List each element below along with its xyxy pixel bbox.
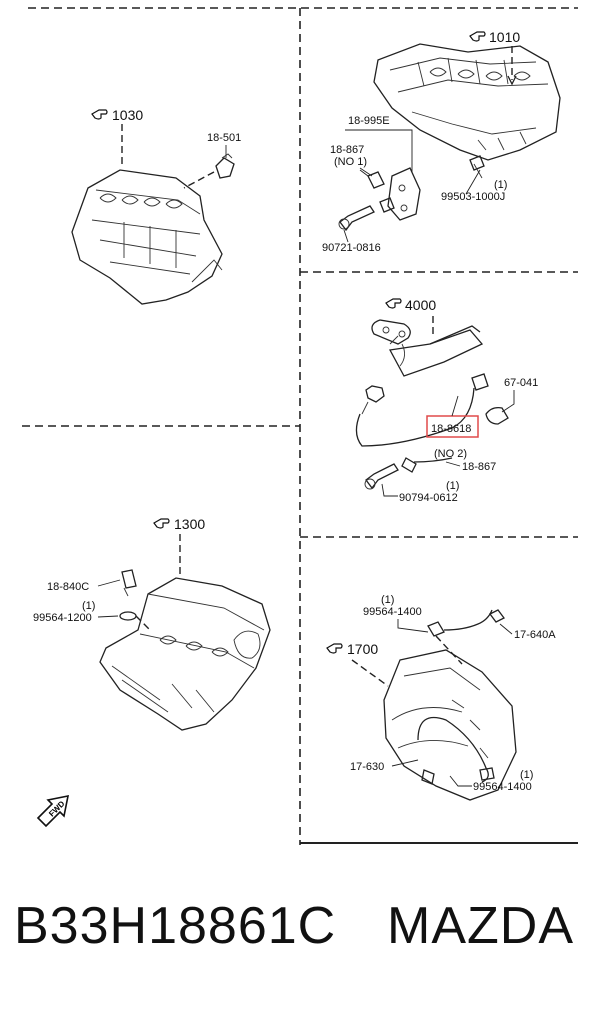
sensor-18-501-drawing [183,153,235,189]
label-17-640a: 17-640A [514,629,556,641]
label-one-e: (1) [520,769,533,781]
label-18-995E: 18-995E [348,115,390,127]
label-99564-1400-a: 99564-1400 [363,606,422,618]
engine-block-drawing [71,169,223,305]
frame-lines [22,7,578,845]
label-18-867-a: 18-867 [330,144,364,156]
ref-hand-icon [385,298,402,309]
transmission-drawing [383,649,517,801]
exhaust-manifold-drawing [371,319,484,377]
label-90721: 90721-0816 [322,242,381,254]
wire-clip-drawing [364,457,453,490]
cylinder-head-drawing [373,43,561,161]
label-no1: (NO 1) [334,156,367,168]
oxygen-sensor-drawing [355,373,509,447]
intake-manifold-drawing [99,577,271,731]
parts-diagram: 1010 18-995E 18-867 (NO 1) (1) 99503-100… [22,7,578,845]
label-99503: 99503-1000J [441,191,505,203]
ref-1700: 1700 [347,641,378,657]
label-one-c: (1) [82,600,95,612]
label-18-867-b: 18-867 [462,461,496,473]
label-one-d: (1) [381,594,394,606]
label-18-501: 18-501 [207,132,241,144]
ref-hand-icon [91,109,108,120]
label-no2: (NO 2) [434,448,467,460]
ref-1030: 1030 [112,107,143,123]
label-18-8618: 18-8618 [431,423,471,435]
brand-name: MAZDA [387,897,574,955]
bracket-drawing [338,155,485,232]
ref-1300: 1300 [174,516,205,532]
ref-4000: 4000 [405,297,436,313]
label-90794: 90794-0612 [399,492,458,504]
ref-hand-icon [469,31,486,42]
sensor-18-840c-drawing [119,569,151,631]
part-number: B33H18861C [14,897,337,955]
forward-arrow-icon: FWD [36,794,70,828]
label-67-041: 67-041 [504,377,538,389]
ref-hand-icon [153,518,170,529]
speed-sensor-drawing [427,609,505,665]
label-one-b: (1) [446,480,459,492]
label-17-630: 17-630 [350,761,384,773]
highlight-box [426,415,479,438]
label-99564-1200: 99564-1200 [33,612,92,624]
label-18-840c: 18-840C [47,581,89,593]
ref-hand-icon [326,643,343,654]
caption: B33H18861C MAZDA [0,896,600,976]
label-one-a: (1) [494,179,507,191]
label-99564-1400-b: 99564-1400 [473,781,532,793]
ref-1010: 1010 [489,29,520,45]
